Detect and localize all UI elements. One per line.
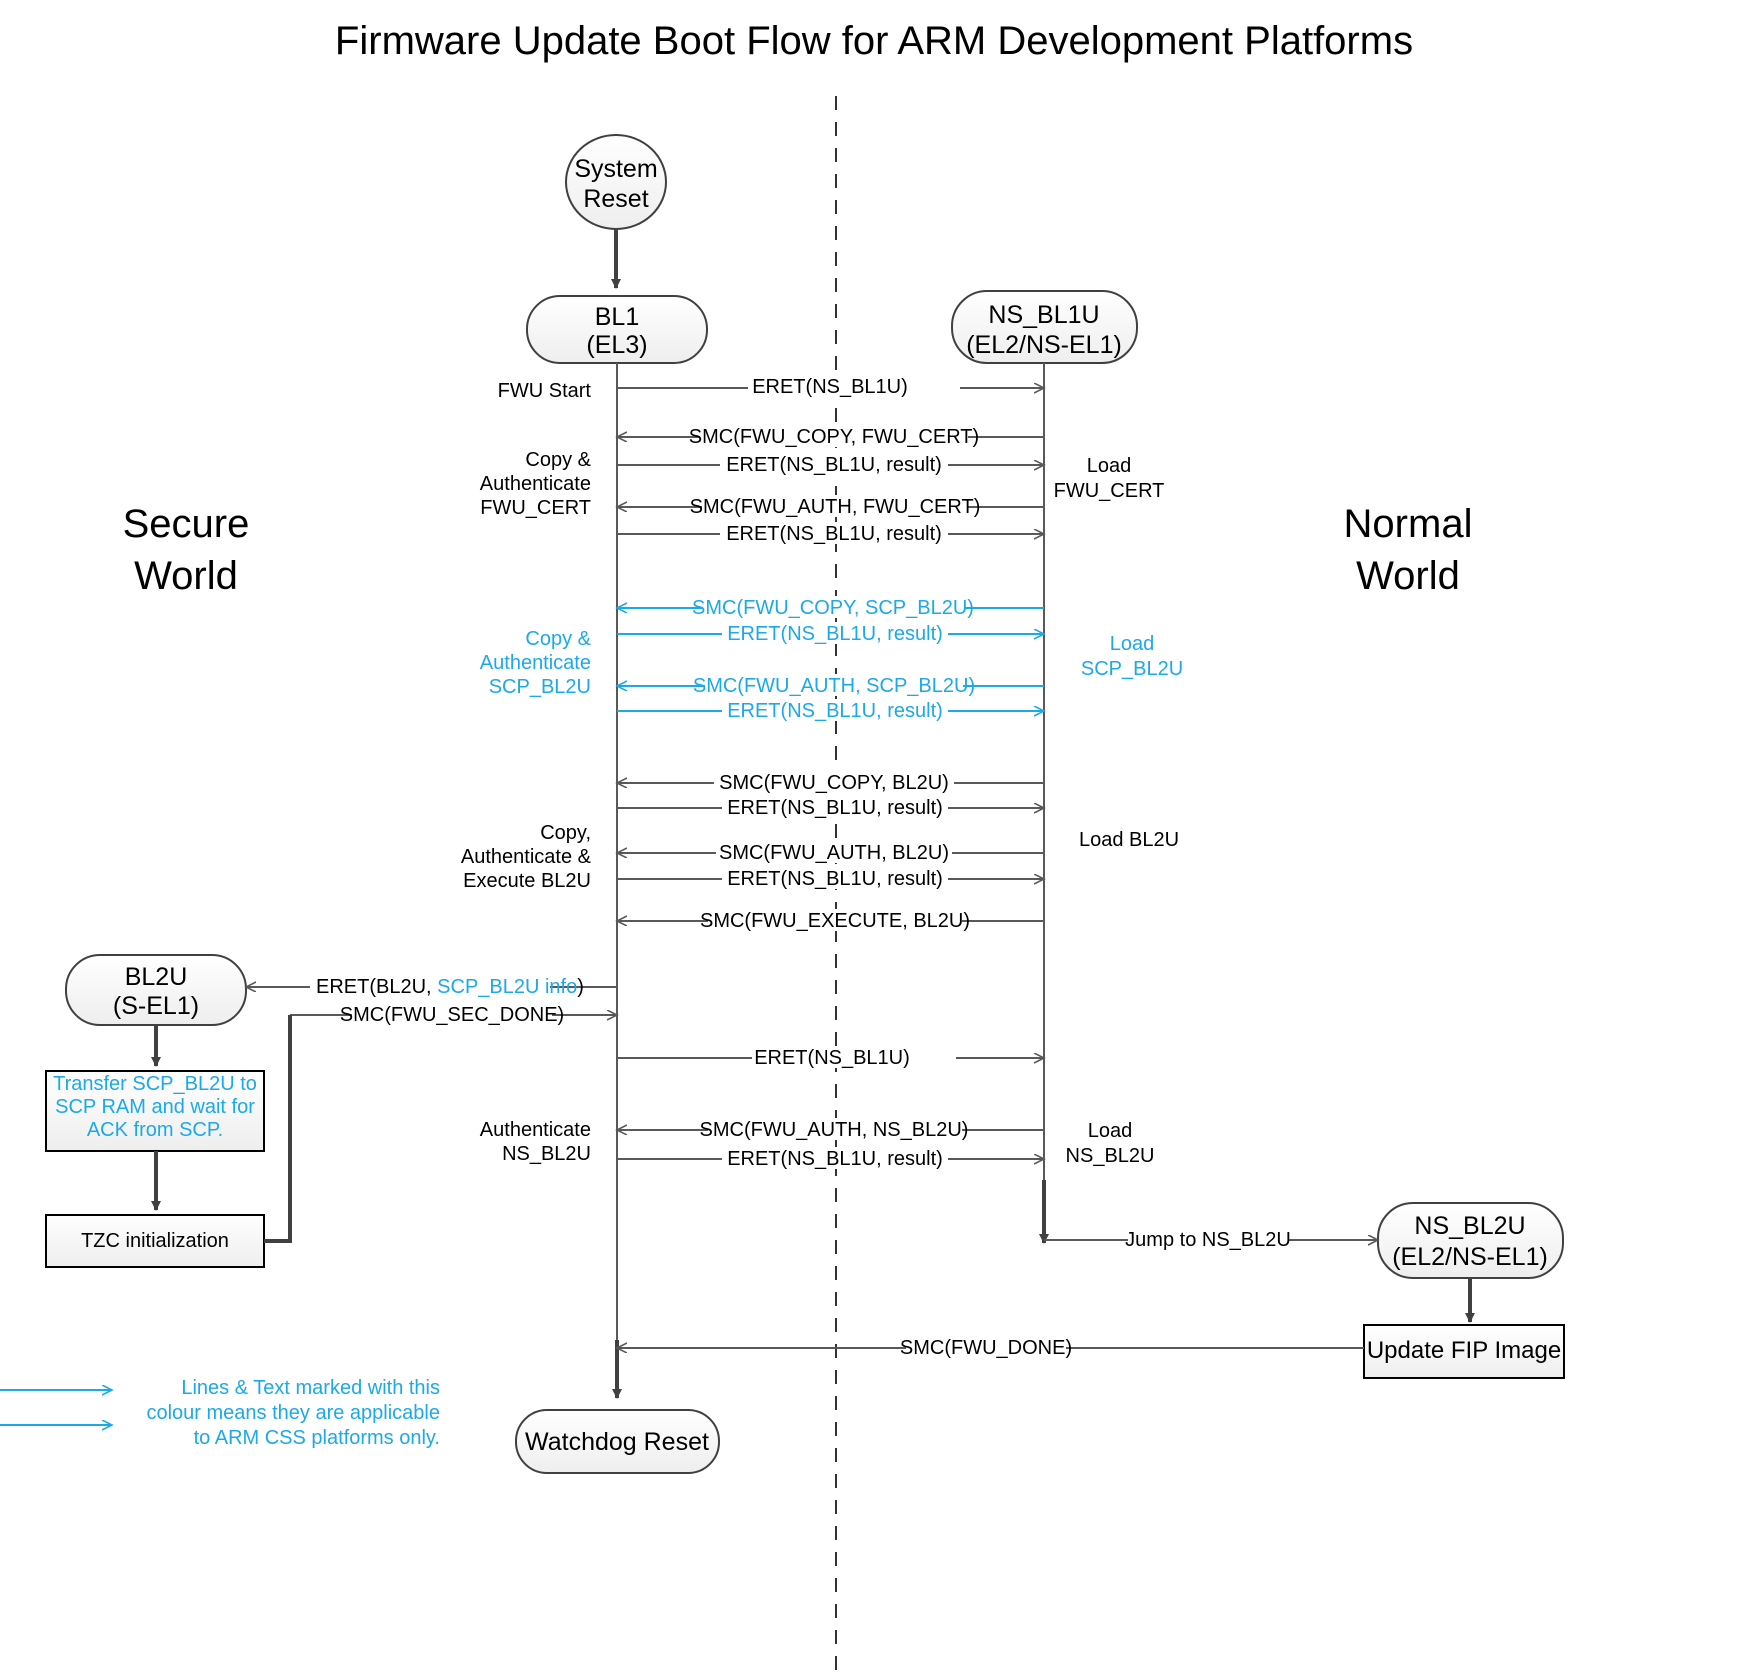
message-text-m5: ERET(NS_BL1U, result) xyxy=(726,523,942,545)
box-update-fip-label: Update FIP Image xyxy=(1367,1337,1561,1364)
msg-bg-m15 xyxy=(752,1046,956,1068)
msg-bg-m12 xyxy=(716,841,952,863)
page-title: Firmware Update Boot Flow for ARM Develo… xyxy=(335,19,1413,63)
msg-bg-m5 xyxy=(720,522,948,544)
msg-bg-m3 xyxy=(720,453,948,475)
msg-bg-smc-fwu-done xyxy=(906,1336,1066,1358)
right-label-r1-line2: FWU_CERT xyxy=(1054,480,1165,502)
message-text-smc-sec-done: SMC(FWU_SEC_DONE) xyxy=(340,1004,564,1026)
message-text-m16: SMC(FWU_AUTH, NS_BL2U) xyxy=(700,1119,969,1141)
left-label-l4-line2: Authenticate & xyxy=(461,846,592,868)
right-label-r1-line1: Load xyxy=(1087,455,1132,477)
left-label-l2-line2: Authenticate xyxy=(480,473,591,495)
msg-bg-m1 xyxy=(748,376,960,398)
left-label-l5-line1: Authenticate xyxy=(480,1119,591,1141)
left-label-l3-line1: Copy & xyxy=(525,628,591,650)
node-watchdog-label: Watchdog Reset xyxy=(525,1428,709,1456)
message-text-eret-bl2u: ERET(BL2U, SCP_BL2U info) xyxy=(316,976,584,998)
normal-world-label-line2: World xyxy=(1356,554,1460,598)
node-ns-bl1u-line1: NS_BL1U xyxy=(988,301,1099,329)
box-tzc-label: TZC initialization xyxy=(81,1230,229,1252)
message-text-m13: ERET(NS_BL1U, result) xyxy=(727,868,943,890)
message-text-m9: ERET(NS_BL1U, result) xyxy=(727,700,943,722)
right-label-r2-line2: SCP_BL2U xyxy=(1081,658,1183,680)
msg-bg-m6 xyxy=(702,596,964,618)
eret-bl2u-prefix: ERET(BL2U, xyxy=(316,976,437,998)
secure-world-label-line2: World xyxy=(134,554,238,598)
node-watchdog-reset[interactable] xyxy=(515,1409,720,1474)
message-text-m11: ERET(NS_BL1U, result) xyxy=(727,797,943,819)
left-label-l2-line1: Copy & xyxy=(525,449,591,471)
msg-bg-m10 xyxy=(714,771,954,793)
node-bl2u-line2: (S-EL1) xyxy=(113,992,199,1020)
node-ns-bl2u-line1: NS_BL2U xyxy=(1414,1212,1525,1240)
message-text-m7: ERET(NS_BL1U, result) xyxy=(727,623,943,645)
right-label-r4-line1: Load xyxy=(1088,1120,1133,1142)
left-label-l3-line2: Authenticate xyxy=(480,652,591,674)
legend-line2: colour means they are applicable xyxy=(146,1402,440,1424)
message-text-m4: SMC(FWU_AUTH, FWU_CERT) xyxy=(690,496,981,518)
message-text-smc-fwu-done: SMC(FWU_DONE) xyxy=(900,1337,1072,1359)
message-text-m3: ERET(NS_BL1U, result) xyxy=(726,454,942,476)
left-label-l1-line1: FWU Start xyxy=(498,380,592,402)
message-text-m12: SMC(FWU_AUTH, BL2U) xyxy=(719,842,949,864)
msg-bg-m17 xyxy=(722,1147,948,1169)
msg-bg-m4 xyxy=(702,495,968,517)
eret-bl2u-suffix: ) xyxy=(577,976,584,998)
connector-tzc-to-bl1 xyxy=(264,1015,292,1243)
msg-bg-m9 xyxy=(722,699,948,721)
node-system-reset-line2: Reset xyxy=(583,185,648,213)
box-transfer-line3: ACK from SCP. xyxy=(87,1119,223,1141)
normal-world-label-line1: Normal xyxy=(1344,502,1473,546)
secure-world-label-line1: Secure xyxy=(123,502,250,546)
msg-bg-m13 xyxy=(722,867,948,889)
right-label-r3-line1: Load BL2U xyxy=(1079,829,1179,851)
message-text-m14: SMC(FWU_EXECUTE, BL2U) xyxy=(700,910,970,932)
eret-bl2u-blue-part: SCP_BL2U info xyxy=(437,976,577,998)
node-ns-bl1u-line2: (EL2/NS-EL1) xyxy=(966,331,1122,359)
message-text-m8: SMC(FWU_AUTH, SCP_BL2U) xyxy=(693,675,975,697)
node-bl2u-line1: BL2U xyxy=(125,963,188,991)
msg-bg-m2 xyxy=(700,425,968,447)
right-label-r4-line2: NS_BL2U xyxy=(1066,1145,1155,1167)
legend-line1: Lines & Text marked with this xyxy=(181,1377,440,1399)
message-text-jump-nsbl2u: Jump to NS_BL2U xyxy=(1125,1229,1291,1251)
left-label-l5-line2: NS_BL2U xyxy=(502,1143,591,1165)
node-bl1-line2: (EL3) xyxy=(586,331,647,359)
msg-bg-smc-sec-done xyxy=(352,1003,552,1025)
message-text-m1: ERET(NS_BL1U) xyxy=(752,376,908,398)
message-text-m6: SMC(FWU_COPY, SCP_BL2U) xyxy=(692,597,974,619)
node-system-reset-line1: System xyxy=(574,155,657,183)
message-text-m2: SMC(FWU_COPY, FWU_CERT) xyxy=(689,426,979,448)
legend-line3: to ARM CSS platforms only. xyxy=(194,1427,440,1449)
msg-bg-eret-bl2u xyxy=(310,975,550,997)
msg-bg-m11 xyxy=(722,796,948,818)
left-label-l2-line3: FWU_CERT xyxy=(480,497,591,519)
left-label-l4-line1: Copy, xyxy=(540,822,591,844)
msg-bg-m16 xyxy=(708,1118,962,1140)
msg-bg-jump-nsbl2u xyxy=(1128,1228,1288,1250)
left-label-l4-line3: Execute BL2U xyxy=(463,870,591,892)
msg-bg-m8 xyxy=(705,674,963,696)
box-tzc-initialization[interactable] xyxy=(45,1214,265,1268)
message-text-m15: ERET(NS_BL1U) xyxy=(754,1047,910,1069)
msg-bg-m14 xyxy=(708,909,962,931)
message-text-m17: ERET(NS_BL1U, result) xyxy=(727,1148,943,1170)
box-transfer-line1: Transfer SCP_BL2U to xyxy=(53,1073,257,1095)
box-transfer-scp-bl2u[interactable] xyxy=(45,1070,265,1152)
right-label-r2-line1: Load xyxy=(1110,633,1155,655)
message-text-m10: SMC(FWU_COPY, BL2U) xyxy=(719,772,949,794)
node-bl1-line1: BL1 xyxy=(595,303,639,331)
msg-bg-m7 xyxy=(722,622,948,644)
box-update-fip-image[interactable] xyxy=(1363,1324,1565,1379)
box-transfer-line2: SCP RAM and wait for xyxy=(55,1096,255,1118)
node-ns-bl2u-line2: (EL2/NS-EL1) xyxy=(1392,1243,1548,1271)
left-label-l3-line3: SCP_BL2U xyxy=(489,676,591,698)
